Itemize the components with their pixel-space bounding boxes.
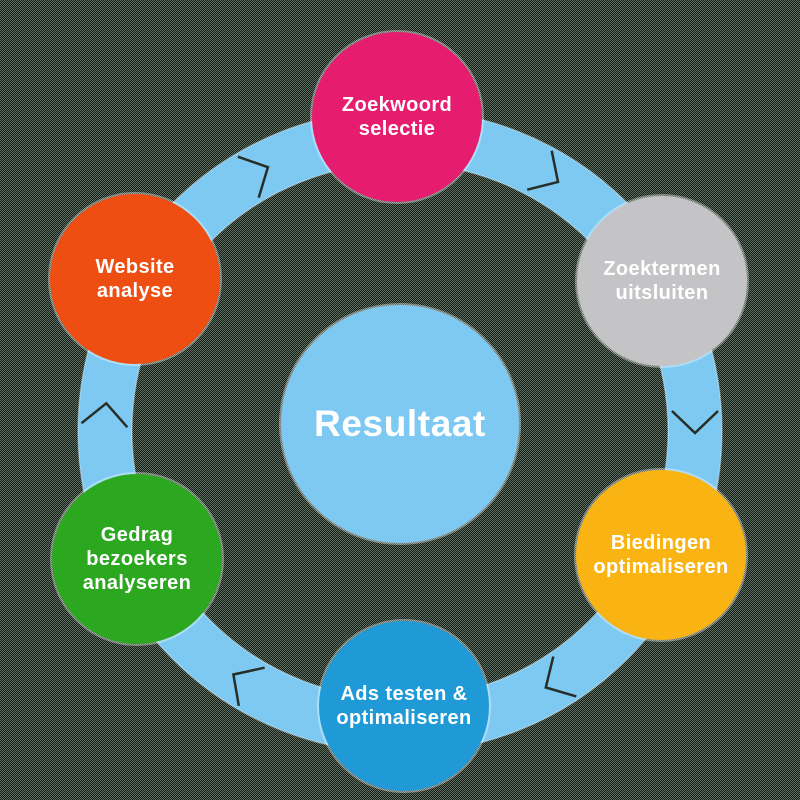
node-zoektermen-uitsluiten: Zoektermen uitsluiten	[577, 196, 747, 366]
flow-arrow-top-left-icon	[237, 155, 270, 199]
node-label-line: optimaliseren	[336, 707, 472, 729]
node-biedingen-optimaliseren: Biedingen optimaliseren	[576, 470, 746, 640]
node-label-line: Gedrag	[100, 524, 174, 546]
node-gedrag-bezoekers-analyseren: Gedrag bezoekers analyseren	[52, 474, 222, 644]
node-ads-testen-optimaliseren: Ads testen & optimaliseren	[319, 621, 489, 791]
node-label-line: Ads testen &	[340, 683, 468, 705]
node-label-line: Zoekwoord	[341, 94, 453, 116]
flow-arrow-bottom-left-icon	[231, 666, 265, 707]
node-label-line: Biedingen	[610, 532, 712, 554]
node-label-line: uitsluiten	[615, 282, 709, 304]
node-label-line: analyseren	[82, 572, 192, 594]
flow-arrow-top-right-icon	[526, 150, 560, 191]
flow-arrow-left-icon	[80, 401, 129, 429]
node-label-line: Zoektermen	[603, 258, 721, 280]
flow-arrow-right-icon	[671, 410, 719, 435]
node-website-analyse: Website analyse	[50, 194, 220, 364]
flow-arrow-bottom-right-icon	[544, 656, 577, 698]
center-circle: Resultaat	[281, 305, 519, 543]
node-label-line: selectie	[358, 118, 436, 140]
node-label-line: optimaliseren	[593, 556, 729, 578]
center-label: Resultaat	[314, 403, 486, 444]
node-label-line: Website	[95, 256, 175, 278]
node-label-line: analyse	[96, 280, 174, 302]
node-label-line: bezoekers	[86, 548, 188, 570]
node-zoekwoord-selectie: Zoekwoord selectie	[312, 32, 482, 202]
